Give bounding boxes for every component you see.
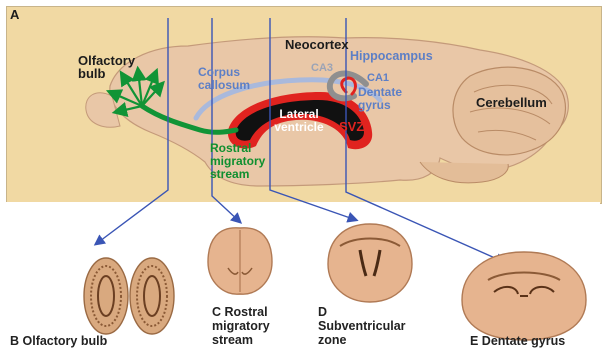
coronal-section-dentate bbox=[462, 252, 586, 340]
caption-b: B Olfactory bulb bbox=[10, 334, 107, 348]
panel-letter: A bbox=[10, 8, 19, 21]
cerebellum-shape bbox=[453, 67, 566, 155]
label-cerebellum: Cerebellum bbox=[476, 96, 547, 109]
label-rostral-migratory-stream: Rostral migratory stream bbox=[210, 142, 284, 181]
label-corpus-callosum: Corpus callosum bbox=[198, 66, 258, 92]
label-hippocampus: Hippocampus bbox=[350, 50, 442, 63]
brainstem bbox=[420, 162, 508, 183]
label-lateral-ventricle: Lateral ventricle bbox=[264, 108, 334, 134]
label-dentate-gyrus: Dentate gyrus bbox=[358, 86, 410, 112]
coronal-section-olfactory-bulb bbox=[84, 258, 174, 334]
coronal-section-svz bbox=[328, 224, 412, 302]
caption-e: E Dentate gyrus bbox=[470, 334, 565, 348]
caption-d: D Subventricular zone bbox=[318, 305, 418, 347]
label-ca1: CA1 bbox=[367, 72, 389, 85]
coronal-section-rms bbox=[208, 228, 272, 294]
label-neocortex: Neocortex bbox=[285, 38, 349, 51]
label-olfactory-bulb: Olfactory bulb bbox=[78, 54, 136, 80]
label-ca3: CA3 bbox=[311, 62, 333, 75]
label-svz: SVZ bbox=[339, 120, 364, 133]
caption-c: C Rostral migratory stream bbox=[212, 305, 302, 347]
